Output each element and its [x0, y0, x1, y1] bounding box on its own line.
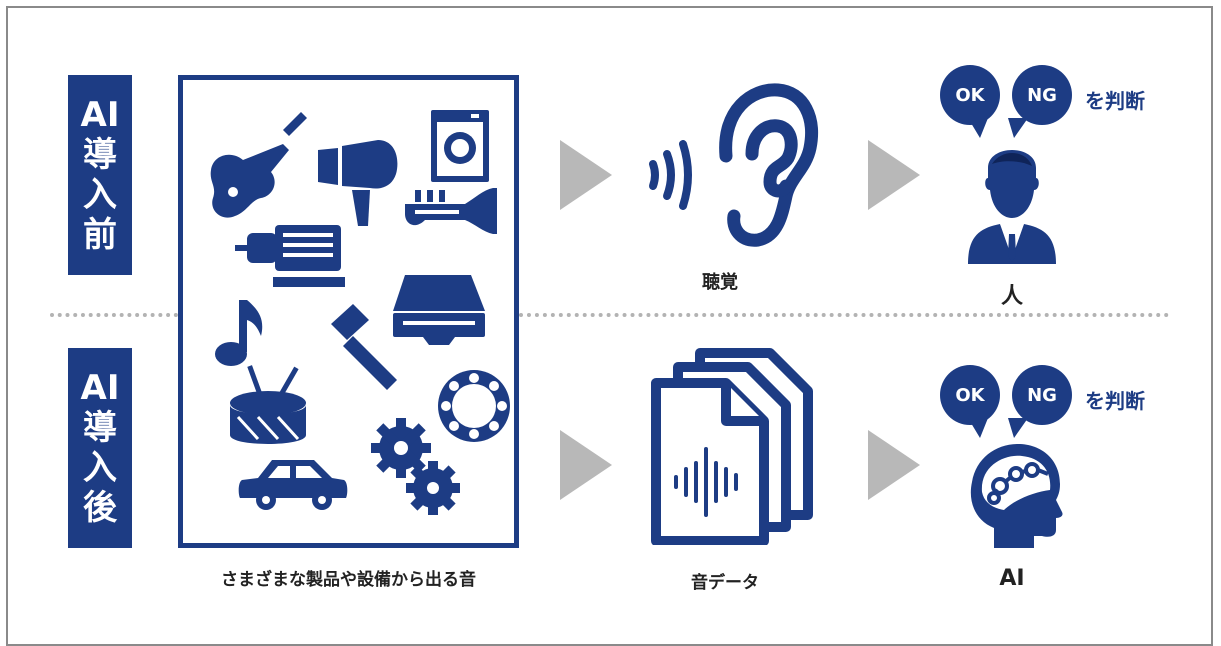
label-after-char-2: 入	[83, 448, 117, 488]
label-after-ai-text: AI	[80, 368, 120, 408]
arrow-icon	[560, 430, 612, 500]
ng-bubble: NG	[1012, 65, 1072, 125]
sound-waves-icon	[649, 140, 692, 210]
caption-hearing: 聴覚	[702, 272, 738, 293]
disc-drive-icon	[393, 275, 485, 345]
label-after-ai: AI 導 入 後	[68, 348, 132, 548]
label-after-char-1: 導	[83, 408, 117, 448]
judgment-text-ai: を判断	[1085, 389, 1145, 413]
sound-files-icon	[651, 348, 813, 545]
caption-ai: AI	[999, 566, 1025, 591]
products-icons	[210, 110, 510, 515]
divider-left	[50, 313, 178, 317]
label-after-char-3: 後	[83, 488, 117, 528]
label-before-char-3: 前	[83, 215, 117, 255]
ok-text-ai: OK	[955, 384, 985, 406]
bearing-icon	[438, 370, 510, 442]
arrow-icon	[560, 140, 612, 210]
music-note-icon	[215, 300, 263, 366]
hammer-icon	[331, 304, 397, 390]
ok-bubble-ai: OK	[940, 365, 1000, 425]
motor-icon	[235, 225, 345, 287]
label-before-ai-text: AI	[80, 95, 120, 135]
divider-right	[519, 313, 1169, 317]
caption-products: さまざまな製品や設備から出る音	[221, 570, 476, 590]
label-before-char-1: 導	[83, 135, 117, 175]
ok-bubble: OK	[940, 65, 1000, 125]
label-before-ai: AI 導 入 前	[68, 75, 132, 275]
judgment-text: を判断	[1085, 89, 1145, 113]
arrow-icon	[868, 140, 920, 210]
hair-dryer-icon	[318, 140, 398, 226]
ng-text-ai: NG	[1027, 384, 1057, 406]
bubble-tails-ai	[968, 418, 1028, 438]
drum-icon	[230, 365, 306, 444]
caption-sound-data: 音データ	[691, 573, 759, 593]
bubble-tails	[968, 118, 1028, 138]
arrow-icon	[868, 430, 920, 500]
washing-machine-icon	[431, 110, 489, 182]
label-before-char-2: 入	[83, 175, 117, 215]
ng-bubble-ai: NG	[1012, 365, 1072, 425]
ok-text: OK	[955, 84, 985, 106]
businessman-icon	[968, 150, 1056, 264]
caption-person: 人	[1000, 284, 1023, 309]
trumpet-icon	[405, 188, 497, 234]
ear-icon	[719, 83, 818, 247]
guitar-icon	[210, 112, 307, 218]
gears-icon	[371, 418, 460, 515]
ai-head-icon	[970, 444, 1063, 548]
car-icon	[238, 460, 348, 510]
ng-text: NG	[1027, 84, 1057, 106]
